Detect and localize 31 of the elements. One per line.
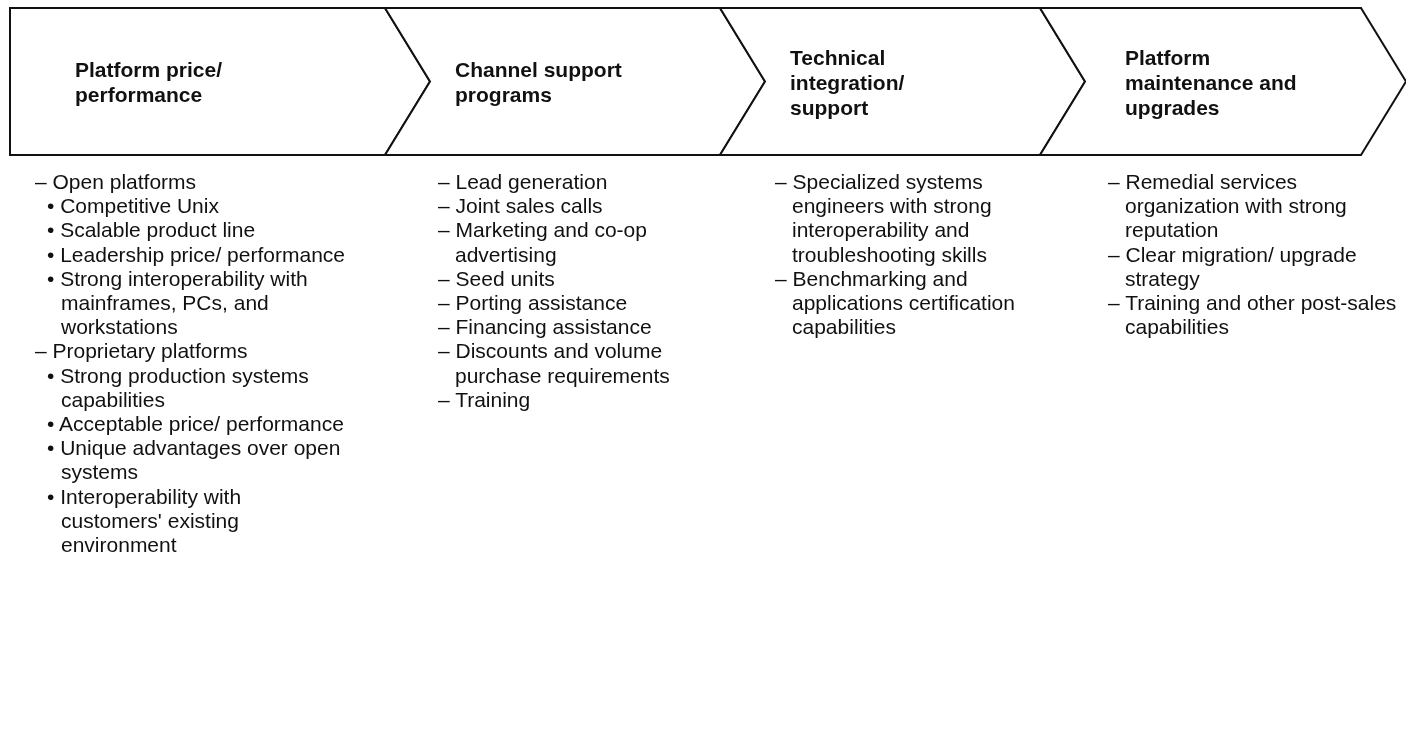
step-heading: Platform maintenance and upgrades [1125, 44, 1298, 119]
process-step [10, 8, 430, 155]
list-item: – Discounts and volume purchase requirements [438, 339, 671, 388]
step-heading: Technical integration/ support [790, 44, 906, 119]
list-item: – Financing assistance [438, 315, 653, 340]
list-item: • Interoperability with customers' existing environment [47, 484, 243, 558]
list-item: • Strong production systems capabilities [47, 363, 310, 413]
step-heading: Platform price/ performance [75, 56, 224, 107]
list-item: – Porting assistance [438, 291, 629, 316]
list-item: – Training and other post-sales capabilities [1108, 291, 1398, 340]
list-item: – Benchmarking and applications certification capabilities [775, 266, 1016, 340]
list-item: • Acceptable price/ performance [47, 412, 345, 437]
list-item: – Clear migration/ upgrade strategy [1108, 242, 1358, 291]
list-item: – Training [438, 387, 532, 413]
process-step [720, 8, 1085, 155]
list-item: – Marketing and co-op advertising [438, 218, 648, 267]
list-item: – Remedial services organization with strong reputation [1108, 170, 1348, 243]
list-item: • Competitive Unix [47, 194, 220, 219]
list-item: – Proprietary platforms [35, 339, 249, 364]
list-item: – Joint sales calls [438, 194, 604, 219]
list-item: • Strong interoperability with mainframes, PCs, and workstations [47, 266, 309, 340]
process-step [385, 8, 765, 155]
list-item: • Leadership price/ performance [47, 242, 346, 267]
list-item: • Unique advantages over open systems [47, 436, 342, 485]
list-item: – Specialized systems engineers with strong interoperability and troubleshooting skills [775, 170, 993, 267]
list-item: – Open platforms [35, 170, 198, 195]
list-item: – Lead generation [438, 170, 609, 195]
step-heading: Channel support programs [455, 56, 623, 107]
process-step [1040, 8, 1406, 155]
list-item: – Seed units [438, 266, 556, 291]
list-item: • Scalable product line [47, 218, 257, 243]
